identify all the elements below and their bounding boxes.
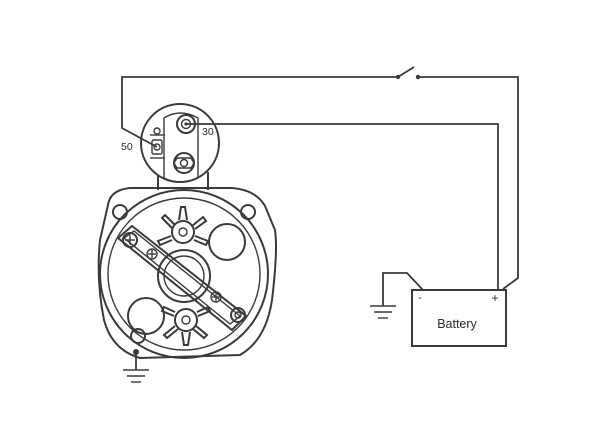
brush-port-lower-left [127, 297, 165, 335]
mounting-hole-bottom-left [130, 328, 146, 344]
ignition-switch [395, 66, 421, 80]
battery-body [411, 289, 507, 347]
plate-screw-mid-right [210, 291, 222, 303]
brush-port-upper-right [208, 223, 246, 261]
terminal-30-label: 30 [202, 126, 214, 138]
brush-holder-upper [156, 206, 210, 247]
wire-terminal-50-to-switch [121, 76, 398, 148]
battery-positive-label: + [491, 291, 498, 305]
solenoid-side-screw [153, 127, 161, 135]
wires [121, 76, 519, 370]
wire-battery-negative-to-ground [382, 272, 424, 306]
battery: Battery - + [411, 289, 507, 347]
housing-inner-ring [107, 197, 261, 351]
solenoid: 30 50 [121, 103, 220, 190]
motor-terminal-stud [173, 152, 195, 174]
ground-symbol-housing [123, 369, 149, 383]
mounting-hole-top-right [240, 204, 256, 220]
plate-screw-upper [122, 232, 138, 248]
housing-flange [97, 187, 277, 360]
terminal-30-stud [176, 114, 196, 134]
brush-holder-lower [160, 305, 212, 346]
terminal-50-spade [150, 134, 165, 159]
switch-lever [397, 66, 415, 78]
wire-terminal-30-to-battery [186, 123, 499, 290]
mounting-hole-top-left [112, 204, 128, 220]
switch-contact-right [415, 74, 421, 80]
terminal-50-label: 50 [121, 141, 133, 153]
ground-symbol-battery [370, 305, 396, 319]
solenoid-inner-contour [163, 112, 199, 183]
plate-screw-mid-left [146, 248, 158, 260]
housing-ground-stud [133, 349, 139, 355]
battery-negative-label: - [418, 292, 422, 304]
housing-body [99, 189, 269, 359]
starter-motor-housing [97, 187, 277, 360]
center-hub-outer [157, 249, 211, 303]
plate-screw-lower [230, 307, 246, 323]
brush-plate [116, 224, 248, 332]
battery-label: Battery [437, 317, 477, 331]
wire-switch-to-battery-positive [418, 76, 519, 290]
